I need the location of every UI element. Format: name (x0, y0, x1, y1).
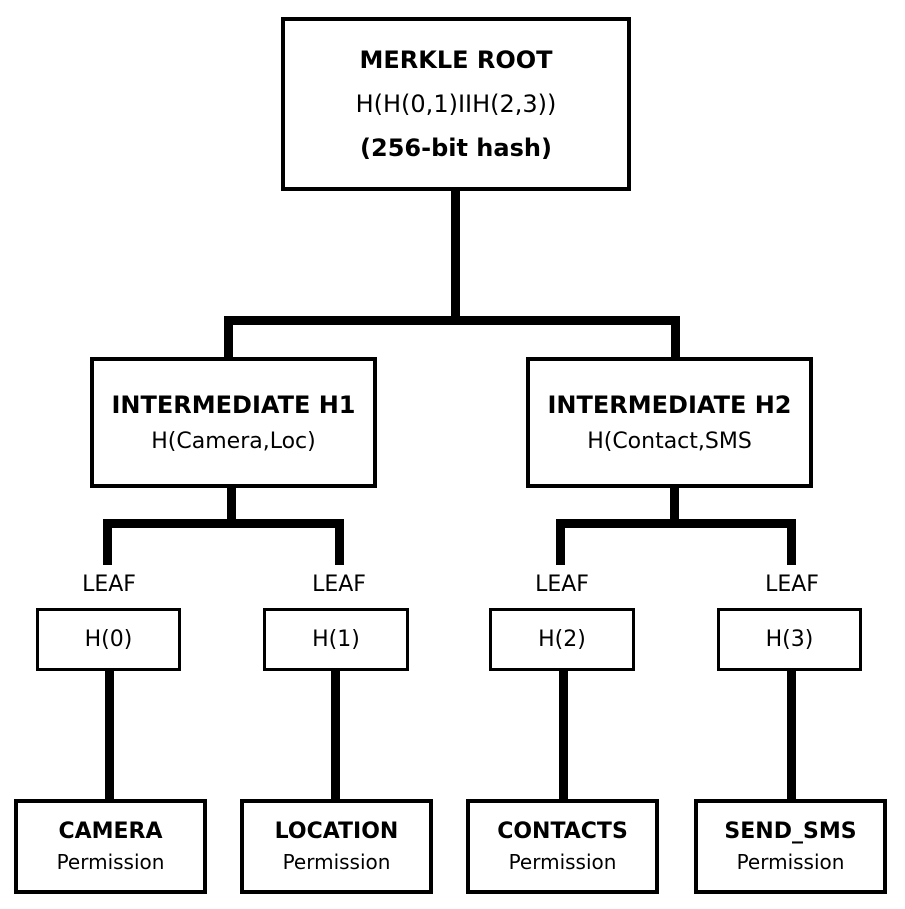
leaf-node-1: H(1) (263, 608, 409, 671)
leaf-node-3: H(3) (717, 608, 862, 671)
leaf-hash-3: H(3) (765, 627, 814, 652)
leaf-hash-2: H(2) (538, 627, 586, 652)
leaf-label-2: LEAF (535, 572, 589, 597)
connector-root-down (451, 188, 460, 320)
connector-to-leaf0 (103, 519, 112, 565)
permission-type-0: Permission (56, 849, 165, 874)
permission-node-contacts: CONTACTS Permission (466, 799, 659, 894)
permission-type-3: Permission (736, 849, 845, 874)
connector-h2-down (670, 485, 679, 527)
connector-to-h2 (671, 316, 680, 360)
permission-node-camera: CAMERA Permission (14, 799, 207, 894)
intermediate-node-h1: INTERMEDIATE H1 H(Camera,Loc) (90, 357, 377, 488)
connector-to-leaf3 (787, 519, 796, 565)
leaf-node-2: H(2) (489, 608, 635, 671)
intermediate-h1-title: INTERMEDIATE H1 (111, 390, 356, 419)
leaf-label-1: LEAF (312, 572, 366, 597)
permission-name-0: CAMERA (58, 818, 163, 844)
intermediate-h1-formula: H(Camera,Loc) (151, 428, 316, 454)
leaf-hash-1: H(1) (312, 627, 360, 652)
leaf-node-0: H(0) (36, 608, 181, 671)
connector-h1-down (227, 485, 236, 527)
connector-leaf2-perm (559, 668, 568, 802)
permission-name-3: SEND_SMS (724, 818, 857, 844)
connector-leaf0-perm (105, 668, 114, 802)
intermediate-h2-title: INTERMEDIATE H2 (547, 390, 792, 419)
connector-to-h1 (224, 316, 233, 360)
permission-name-1: LOCATION (274, 818, 399, 844)
leaf-label-3: LEAF (765, 572, 819, 597)
merkle-root-node: MERKLE ROOT H(H(0,1)IIH(2,3)) (256-bit h… (281, 17, 631, 191)
connector-h2-horizontal (556, 519, 796, 528)
leaf-hash-0: H(0) (84, 627, 133, 652)
connector-leaf1-perm (331, 668, 340, 802)
leaf-label-0: LEAF (82, 572, 136, 597)
intermediate-node-h2: INTERMEDIATE H2 H(Contact,SMS (526, 357, 813, 488)
connector-leaf3-perm (787, 668, 796, 802)
permission-node-send-sms: SEND_SMS Permission (694, 799, 887, 894)
connector-level1-horizontal (224, 316, 680, 325)
permission-type-1: Permission (282, 849, 391, 874)
merkle-root-note: (256-bit hash) (360, 134, 552, 162)
merkle-root-formula: H(H(0,1)IIH(2,3)) (355, 90, 557, 118)
merkle-root-title: MERKLE ROOT (359, 46, 553, 74)
permission-type-2: Permission (508, 849, 617, 874)
connector-to-leaf1 (335, 519, 344, 565)
permission-node-location: LOCATION Permission (240, 799, 433, 894)
connector-h1-horizontal (103, 519, 344, 528)
intermediate-h2-formula: H(Contact,SMS (587, 428, 752, 454)
permission-name-2: CONTACTS (497, 818, 628, 844)
connector-to-leaf2 (556, 519, 565, 565)
